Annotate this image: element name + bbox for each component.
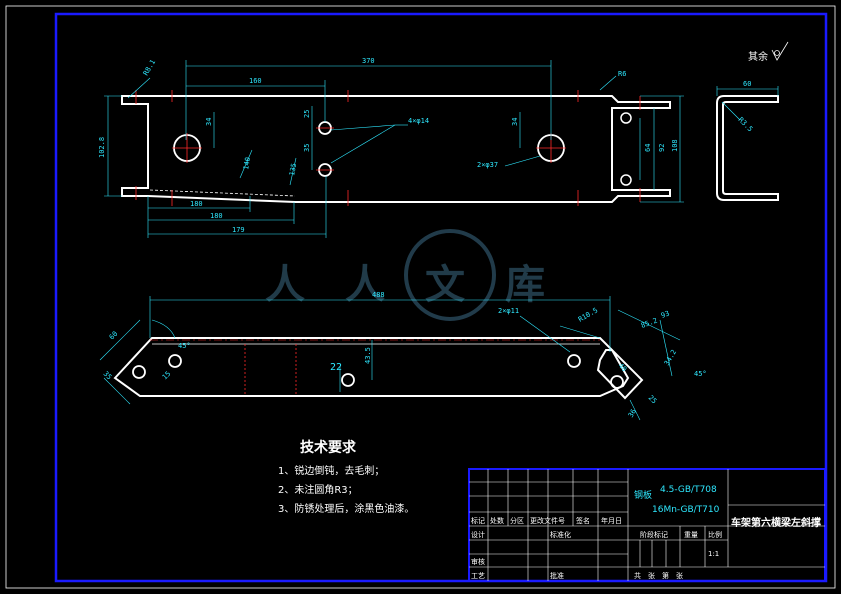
- tb-check: 审核: [471, 557, 485, 566]
- title-block-grid: [469, 469, 825, 581]
- dim-w60: 60: [743, 80, 751, 88]
- bottom-view-hole: [567, 354, 581, 368]
- dim-bottom-r3: 34.2: [663, 348, 678, 367]
- top-view-outline: [121, 95, 671, 203]
- requirements-title: 技术要求: [300, 439, 357, 456]
- title-block: 标记 处数 分区 更改文件号 签名 年月日 设计 标准化 审核 工艺 批准 钢板…: [468, 468, 826, 582]
- dim-160: 160: [249, 77, 262, 85]
- dim-overall: 370: [362, 57, 375, 65]
- dim-bottom-r4: 40: [617, 362, 629, 374]
- dim-bottom-r: R10.5: [577, 306, 599, 323]
- tb-rev-header: 标记: [471, 516, 485, 525]
- dim-h64: 64: [644, 144, 652, 152]
- bottom-view-hole: [132, 365, 146, 379]
- dim-v35: 35: [303, 144, 311, 152]
- top-view-dimension-text: 370 160 180 180 179 4×φ14 2×φ37 R8.1 R6 …: [98, 57, 679, 234]
- dim-bottom-r2: 93: [660, 309, 671, 319]
- tb-material-2: 16Mn-GB/T710: [652, 505, 720, 515]
- tb-process: 工艺: [471, 572, 485, 580]
- dim-hole-big: 2×φ37: [477, 161, 498, 169]
- technical-requirements: 技术要求 1、锐边倒钝，去毛刺； 2、未注圆角R3； 3、防锈处理后，涂黑色油漆…: [278, 439, 414, 515]
- dim-h92: 92: [658, 144, 666, 152]
- dim-bottom-35: 35: [102, 370, 114, 382]
- dim-side-r: R3.5: [737, 116, 755, 134]
- tb-rev-header: 处数: [490, 516, 504, 525]
- tb-sheets: 共 张 第 张: [634, 571, 683, 580]
- dim-180a: 180: [190, 200, 203, 208]
- requirement-item: 1、锐边倒钝，去毛刺；: [278, 464, 384, 477]
- bottom-view-hole: [168, 354, 182, 368]
- top-view: [121, 90, 671, 206]
- tb-approve: 批准: [550, 571, 564, 580]
- side-view: [716, 95, 779, 201]
- dim-bottom-r7: 36: [627, 408, 638, 419]
- tb-material-label: 钢板: [634, 489, 652, 501]
- bottom-view-hole: [341, 373, 355, 387]
- tb-rev-header: 更改文件号: [530, 516, 565, 525]
- dim-bottom-hole: 2×φ11: [498, 307, 519, 315]
- dim-v25: 25: [303, 110, 311, 118]
- side-view-channel: [716, 95, 779, 201]
- bottom-view-dimensions: [99, 296, 681, 421]
- tb-rev-header: 年月日: [601, 516, 622, 525]
- dim-bottom-45b: 45°: [694, 370, 707, 378]
- side-view-dimensions: [716, 86, 779, 121]
- tb-scale: 比例: [708, 530, 722, 539]
- requirement-item: 2、未注圆角R3；: [278, 483, 358, 496]
- dim-holes4: 4×φ14: [408, 117, 429, 125]
- dim-ang2: 135: [288, 162, 298, 176]
- tb-material-1: 4.5-GB/T708: [660, 485, 717, 495]
- dim-v34: 34: [205, 118, 213, 126]
- dim-h108: 108: [671, 139, 679, 152]
- dim-bottom-r6: 25: [647, 394, 659, 406]
- tb-weight: 重量: [684, 531, 698, 539]
- watermark: 人人文库: [265, 229, 545, 321]
- dim-bottom-overall: 488: [372, 291, 385, 299]
- top-view-hidden-line: [149, 189, 296, 197]
- top-view-center-marks: [135, 90, 641, 206]
- roughness-note: 其余: [748, 50, 768, 63]
- bottom-view-outline: [113, 337, 644, 400]
- dim-r1: R8.1: [142, 58, 157, 77]
- dim-bottom-r5: 15: [161, 370, 173, 382]
- tb-stage: 阶段标记: [640, 530, 668, 539]
- requirement-item: 3、防锈处理后，涂黑色油漆。: [278, 502, 414, 515]
- bottom-view-hole: [610, 375, 624, 389]
- tb-rev-header: 签名: [576, 516, 590, 525]
- tb-scale-value: 1:1: [708, 550, 719, 558]
- inner-frame: [54, 12, 828, 583]
- dim-bottom-r1: 85.2: [640, 317, 659, 330]
- dim-v34b: 34: [511, 118, 519, 126]
- tb-design: 设计: [471, 530, 485, 539]
- watermark-circle: [404, 229, 496, 321]
- dim-179: 179: [232, 226, 245, 234]
- tb-part-name: 车架第六横梁左斜撑: [731, 516, 821, 529]
- dim-180b: 180: [210, 212, 223, 220]
- dim-left-h: 102.8: [98, 137, 106, 158]
- dim-bottom-45a: 45°: [178, 342, 191, 350]
- top-view-dimensions: [104, 60, 684, 238]
- dim-bottom-43: 43.5: [364, 347, 372, 364]
- top-view-slot-hole: [620, 174, 632, 186]
- tb-standard: 标准化: [550, 530, 571, 539]
- title-block-border: [468, 468, 826, 582]
- dim-r2: R6: [618, 70, 626, 78]
- roughness-symbol: [771, 41, 789, 61]
- top-view-slot-hole: [620, 112, 632, 124]
- bottom-view: [113, 337, 644, 400]
- outer-frame: [5, 5, 836, 589]
- dim-bottom-60: 60: [108, 330, 120, 342]
- dim-bottom-22: 22: [330, 362, 342, 373]
- dim-ang1: 140: [242, 156, 252, 170]
- tb-rev-header: 分区: [510, 516, 524, 525]
